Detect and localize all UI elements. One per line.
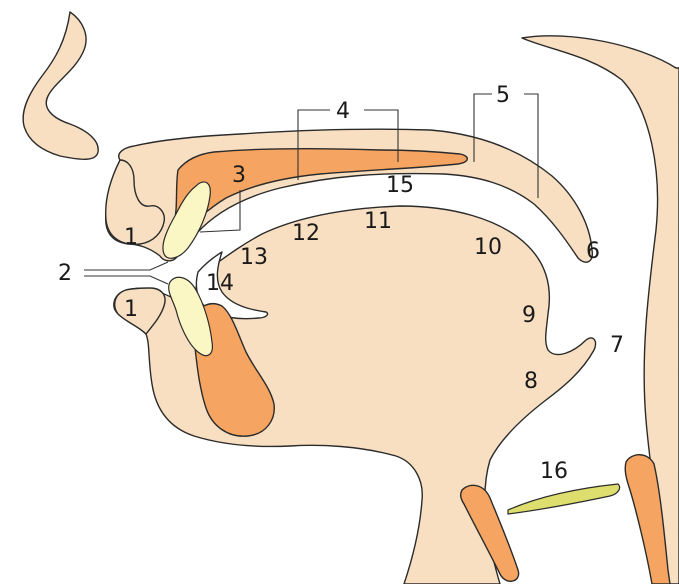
nose xyxy=(23,12,98,159)
label-12-tongue-blade: 12 xyxy=(292,221,320,246)
label-9-tongue-root: 9 xyxy=(522,303,536,328)
label-16-vocal-folds: 16 xyxy=(540,459,568,484)
label-1-lower-lip: 1 xyxy=(124,297,138,322)
label-11-tongue-front: 11 xyxy=(364,209,392,234)
label-6-uvula: 6 xyxy=(586,239,600,264)
label-15-palate-point: 15 xyxy=(386,173,414,198)
label-1-upper-lip: 1 xyxy=(124,225,138,250)
vocal-fold xyxy=(508,484,620,514)
label-5-soft-palate: 5 xyxy=(496,83,510,108)
label-4-hard-palate: 4 xyxy=(336,99,350,124)
label-2-teeth: 2 xyxy=(58,261,72,286)
leader-2 xyxy=(84,262,168,284)
label-7-pharynx: 7 xyxy=(610,333,624,358)
label-8-epiglottis: 8 xyxy=(524,369,538,394)
label-3-alveolar-ridge: 3 xyxy=(232,163,246,188)
label-14-underblade: 14 xyxy=(206,271,234,296)
label-13-tongue-tip: 13 xyxy=(240,245,268,270)
label-10-tongue-back: 10 xyxy=(474,235,502,260)
tongue-and-jaw xyxy=(114,206,596,584)
